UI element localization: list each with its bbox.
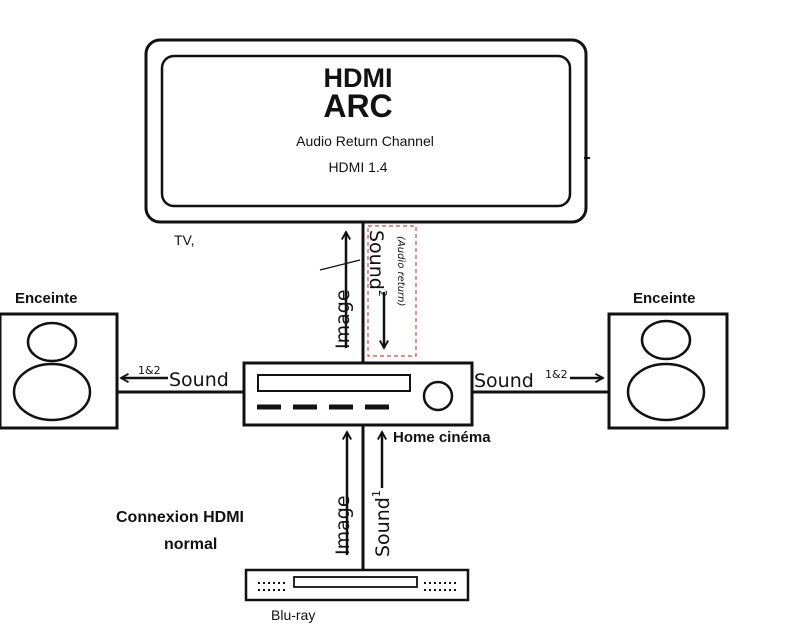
speaker-left [0, 312, 119, 430]
home-cinema-receiver [242, 361, 474, 427]
label-image-tv: Image [332, 289, 354, 349]
normal-hdmi-line1: Connexion HDMI [116, 509, 244, 526]
tv-subtitle: Audio Return Channel [296, 133, 434, 149]
bluray-player [244, 568, 470, 602]
bluray-label: Blu-ray [271, 607, 315, 623]
tv-title-arc: ARC [323, 88, 392, 124]
receiver-body [242, 361, 474, 427]
speaker-right-label: Enceinte [633, 290, 696, 307]
speaker-left-tweeter [26, 321, 78, 363]
speaker-left-label: Enceinte [15, 290, 78, 307]
receiver-display [257, 374, 411, 392]
bluray-disc-tray [293, 576, 418, 588]
tv-label: TV, [174, 232, 195, 248]
speaker-right-cabinet [607, 312, 729, 430]
strike-mark [319, 259, 361, 271]
tv-outer-frame [144, 38, 588, 224]
receiver-volume-knob [422, 380, 454, 412]
home-cinema-label: Home cinéma [393, 429, 491, 446]
speaker-right [607, 312, 729, 430]
label-sup-right: 1&2 [545, 368, 568, 381]
speaker-left-cabinet [0, 312, 119, 430]
label-sound-right: Sound [474, 370, 534, 392]
label-sound-bluray: Sound1 [370, 490, 394, 557]
label-image-bluray: Image [332, 495, 354, 555]
label-sound-tv: Sound2 [365, 230, 389, 297]
tv-title-hdmi: HDMI [324, 63, 393, 93]
tv-version: HDMI 1.4 [328, 159, 387, 175]
speaker-right-tweeter [640, 319, 692, 361]
tv-screen [160, 54, 572, 208]
normal-hdmi-line2: normal [164, 536, 217, 553]
label-audio-return: (Audio return) [395, 236, 406, 306]
speaker-right-woofer [626, 362, 706, 422]
tv: HDMI ARC Audio Return Channel HDMI 1.4 [144, 38, 590, 224]
bluray-body [244, 568, 470, 602]
audio-return-box [367, 225, 417, 357]
label-sup-left: 1&2 [138, 364, 161, 377]
speaker-left-woofer [12, 362, 92, 422]
label-sound-left: Sound [169, 369, 229, 391]
